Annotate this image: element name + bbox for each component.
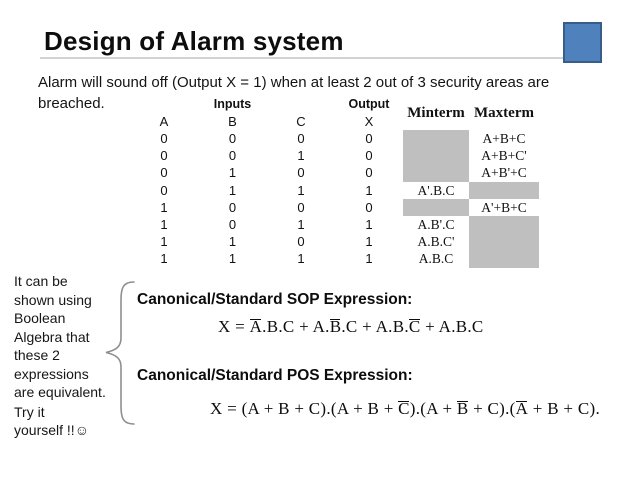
cell-a: 0 <box>160 165 168 181</box>
cell-a: 1 <box>160 199 168 215</box>
cell-minterm: A.B.C' <box>417 234 455 250</box>
cell-a: 1 <box>160 216 168 232</box>
maxterm-header: Maxterm <box>474 104 534 121</box>
minterm-header: Minterm <box>407 104 465 121</box>
cell-maxterm <box>469 233 539 251</box>
note-line: are equivalent. <box>14 384 106 400</box>
cell-c: 0 <box>297 199 305 215</box>
cell-maxterm: A+B+C <box>482 131 526 146</box>
cell-x: 0 <box>365 131 373 146</box>
cell-x: 0 <box>365 148 373 164</box>
col-header-x: X <box>364 114 374 129</box>
col-header-c: C <box>296 114 306 129</box>
cell-maxterm: A'+B+C <box>481 199 527 215</box>
note-line: Algebra that <box>14 328 90 345</box>
cell-x: 0 <box>365 165 373 181</box>
pos-formula: X = (A + B + C).(A + B + C).(A + B + C).… <box>210 399 600 418</box>
page-title: Design of Alarm system <box>44 26 344 56</box>
cell-x: 1 <box>365 234 373 250</box>
note-line: expressions <box>14 365 89 382</box>
pos-heading: Canonical/Standard POS Expression: <box>137 367 413 384</box>
cell-minterm: A.B'.C <box>417 216 455 232</box>
cell-c: 1 <box>297 216 305 232</box>
cell-b: 0 <box>228 216 237 232</box>
cell-a: 0 <box>160 182 168 198</box>
cell-b: 0 <box>228 148 237 164</box>
intro-line: breached. <box>38 95 105 112</box>
cell-b: 1 <box>228 251 237 267</box>
note-line: yourself !!☺ <box>14 422 89 438</box>
cell-minterm <box>403 130 469 148</box>
cell-maxterm: A+B+C' <box>481 148 527 164</box>
inputs-header: Inputs <box>213 97 252 111</box>
cell-b: 1 <box>228 234 237 250</box>
cell-c: 0 <box>297 131 305 146</box>
title-divider <box>40 57 602 59</box>
cell-minterm <box>403 198 469 216</box>
cell-b: 0 <box>228 131 237 146</box>
note-paragraph: It can be shown using Boolean Algebra th… <box>14 272 106 402</box>
cell-x: 1 <box>365 216 373 232</box>
cell-x: 1 <box>365 251 373 267</box>
cell-maxterm <box>469 250 539 268</box>
output-header: Output <box>348 97 390 111</box>
cell-c: 1 <box>297 251 305 267</box>
cell-maxterm <box>469 181 539 199</box>
intro-text: Alarm will sound off (Output X = 1) when… <box>38 72 549 114</box>
cell-c: 1 <box>297 182 305 198</box>
cell-c: 0 <box>297 234 305 250</box>
cell-minterm: A.B.C <box>418 251 454 267</box>
cell-c: 0 <box>297 165 305 181</box>
cell-minterm <box>403 164 469 182</box>
cell-c: 1 <box>297 148 305 164</box>
intro-line: Alarm will sound off (Output X = 1) when… <box>38 74 550 91</box>
cell-a: 1 <box>160 251 168 267</box>
note-line: Try it <box>14 403 45 420</box>
cell-minterm <box>403 147 469 165</box>
note-line: these 2 <box>14 347 60 363</box>
cell-maxterm: A+B'+C <box>481 165 527 181</box>
cell-maxterm <box>469 215 539 234</box>
accent-square-decoration <box>563 22 602 63</box>
note-line: It can be <box>14 273 68 289</box>
cell-b: 1 <box>228 182 237 198</box>
col-header-a: A <box>159 114 169 129</box>
cell-x: 0 <box>365 199 373 215</box>
cell-x: 1 <box>365 182 373 198</box>
cell-b: 1 <box>228 165 237 181</box>
curly-brace-decoration <box>105 281 135 425</box>
sop-formula: X = A.B.C + A.B.C + A.B.C + A.B.C <box>218 317 484 336</box>
side-note: It can be shown using Boolean Algebra th… <box>14 272 106 440</box>
cell-a: 1 <box>160 234 168 250</box>
sop-heading: Canonical/Standard SOP Expression: <box>137 291 413 308</box>
note-line: Boolean <box>14 310 66 326</box>
cell-minterm: A'.B.C <box>417 182 455 198</box>
col-header-b: B <box>228 114 237 129</box>
try-it-paragraph: Try it yourself !!☺ <box>14 403 106 440</box>
cell-a: 0 <box>160 148 168 164</box>
cell-b: 0 <box>228 199 237 215</box>
truth-table: Inputs Output Minterm Maxterm A B C X 0 … <box>130 96 539 268</box>
note-line: shown using <box>14 291 92 308</box>
cell-a: 0 <box>160 131 168 146</box>
